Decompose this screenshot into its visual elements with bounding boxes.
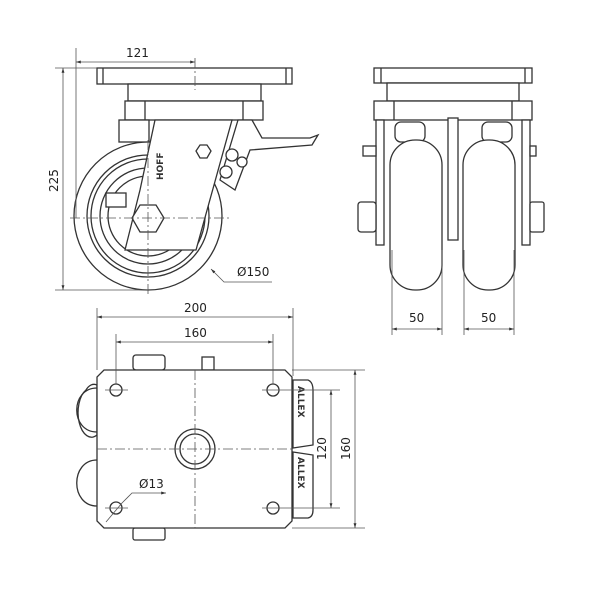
hole-spacing-x-dimension: 160 bbox=[184, 326, 207, 340]
svg-text:ALLEX: ALLEX bbox=[295, 457, 305, 489]
axle-nut-right bbox=[529, 201, 545, 233]
hole-diameter-dimension: Ø13 bbox=[139, 477, 164, 491]
plate-length-dimension: 160 bbox=[339, 437, 353, 460]
svg-text:HOFF: HOFF bbox=[156, 153, 166, 180]
offset-dimension: 121 bbox=[126, 46, 149, 60]
right-wheel bbox=[462, 139, 516, 291]
top-plate bbox=[96, 67, 293, 85]
top-view: ALLEX ALLEX 200 160 120 160 Ø13 bbox=[76, 301, 365, 541]
swivel-bearing bbox=[127, 83, 262, 102]
front-view: 50 50 bbox=[357, 67, 545, 335]
left-wheel bbox=[389, 139, 443, 291]
side-view: HOFF 121 225 Ø150 bbox=[47, 46, 320, 295]
wheel-diameter-dimension: Ø150 bbox=[237, 265, 269, 279]
hole-spacing-y-dimension: 120 bbox=[315, 437, 329, 460]
brake-lever bbox=[219, 119, 320, 191]
axle-nut-left bbox=[357, 201, 377, 233]
left-wheel-width-dimension: 50 bbox=[409, 311, 424, 325]
right-wheel-width-dimension: 50 bbox=[481, 311, 496, 325]
tyre-logo: ALLEX bbox=[295, 386, 305, 418]
plate-width-dimension: 200 bbox=[184, 301, 207, 315]
height-dimension: 225 bbox=[47, 169, 61, 192]
